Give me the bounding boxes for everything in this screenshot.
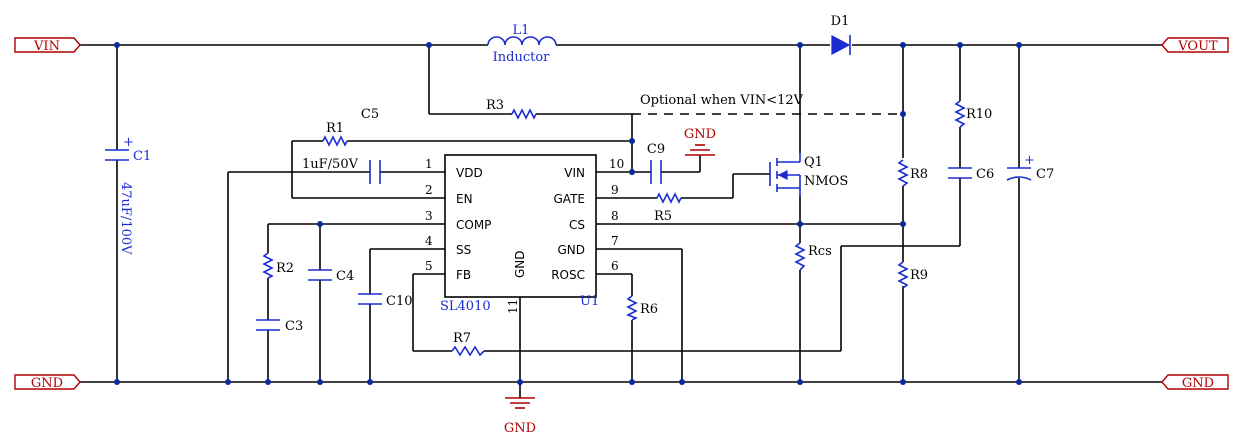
port-gnd-right[interactable]: GND [1161, 374, 1229, 391]
port-vin[interactable]: VIN [14, 37, 81, 54]
r3-ref: R3 [486, 98, 504, 113]
c5-value: 1uF/50V [302, 157, 359, 172]
capacitor-c7[interactable]: + C7 [1006, 153, 1054, 182]
pin-cs: CS [569, 218, 585, 232]
pin-vin: VIN [564, 166, 585, 180]
inductor-l1[interactable]: L1 Inductor [487, 23, 557, 65]
gnd-top-label: GND [684, 127, 716, 142]
c1-ref: C1 [133, 149, 151, 164]
ic-ref: U1 [580, 294, 599, 309]
d1-ref: D1 [831, 14, 850, 29]
r6-ref: R6 [640, 302, 658, 317]
resistor-r1[interactable]: R1 [322, 121, 348, 147]
resistor-r5[interactable]: R5 [654, 192, 682, 224]
pin-comp: COMP [456, 218, 491, 232]
port-vin-label: VIN [33, 39, 60, 54]
gnd-bottom-label: GND [504, 421, 536, 436]
l1-value: Inductor [493, 50, 551, 65]
rcs-ref: Rcs [808, 244, 832, 259]
pin-en: EN [456, 192, 473, 206]
resistor-r8[interactable]: R8 [897, 159, 928, 187]
c4-ref: C4 [336, 269, 354, 284]
capacitor-c10[interactable]: C10 [358, 293, 413, 309]
junctions [114, 42, 1022, 385]
resistor-r7[interactable]: R7 [451, 331, 485, 357]
capacitor-c3[interactable]: C3 [256, 319, 303, 334]
transistor-q1[interactable]: Q1 NMOS [769, 153, 848, 196]
gnd-symbol-top: GND [684, 127, 716, 156]
q1-ref: Q1 [804, 155, 823, 170]
c1-value: 47uF/100V [118, 182, 133, 255]
port-gnd-left[interactable]: GND [14, 374, 81, 391]
r8-ref: R8 [910, 167, 928, 182]
pin-2-num: 2 [425, 183, 433, 197]
port-gnd-left-label: GND [31, 376, 63, 391]
c10-ref: C10 [386, 294, 413, 309]
svg-text:+: + [123, 135, 134, 150]
resistor-r9[interactable]: R9 [897, 261, 928, 289]
diode-d1[interactable]: D1 [831, 14, 851, 55]
pin-10-num: 10 [609, 157, 624, 171]
resistor-r10[interactable]: R10 [954, 100, 992, 128]
pin-5-num: 5 [425, 259, 433, 273]
pin-11-num: 11 [506, 299, 520, 314]
capacitor-c5[interactable]: C5 1uF/50V [302, 107, 381, 184]
port-gnd-right-label: GND [1182, 376, 1214, 391]
port-vout[interactable]: VOUT [1161, 37, 1229, 54]
ic-u1[interactable]: 1 VDD 2 EN 3 COMP 4 SS 5 FB 10 VIN 9 GAT… [425, 154, 624, 314]
resistor-rcs[interactable]: Rcs [794, 242, 832, 271]
c5-ref: C5 [361, 107, 379, 122]
c9-ref: C9 [647, 142, 665, 157]
pin-7-num: 7 [611, 234, 619, 248]
c7-ref: C7 [1036, 167, 1054, 182]
r10-ref: R10 [966, 107, 992, 122]
pin-6-num: 6 [611, 259, 619, 273]
pin-ss: SS [456, 243, 471, 257]
resistor-r3[interactable]: R3 [486, 98, 537, 120]
port-vout-label: VOUT [1177, 39, 1218, 54]
gnd-symbol-bottom: GND [504, 397, 536, 436]
l1-ref: L1 [513, 23, 530, 38]
pin-1-num: 1 [425, 157, 433, 171]
r2-ref: R2 [276, 261, 294, 276]
capacitor-c4[interactable]: C4 [308, 269, 354, 284]
c6-ref: C6 [976, 167, 994, 182]
optional-note: Optional when VIN<12V [640, 93, 804, 108]
c3-ref: C3 [285, 319, 303, 334]
pin-gate: GATE [554, 192, 586, 206]
capacitor-c9[interactable]: C9 [647, 142, 665, 184]
pin-gnd-bottom: GND [513, 250, 527, 278]
resistor-r6[interactable]: R6 [626, 295, 658, 321]
pin-9-num: 9 [611, 183, 619, 197]
r7-ref: R7 [453, 331, 471, 346]
pin-fb: FB [456, 268, 471, 282]
q1-value: NMOS [804, 174, 848, 189]
pin-gnd: GND [557, 243, 585, 257]
pin-4-num: 4 [425, 234, 433, 248]
r9-ref: R9 [910, 268, 928, 283]
resistor-r2[interactable]: R2 [262, 252, 294, 279]
capacitor-c6[interactable]: C6 [948, 167, 994, 182]
r5-ref: R5 [654, 209, 672, 224]
pin-3-num: 3 [425, 209, 433, 223]
pin-rosc: ROSC [551, 268, 585, 282]
pin-8-num: 8 [611, 209, 619, 223]
r1-ref: R1 [326, 121, 344, 136]
ic-part: SL4010 [440, 299, 491, 314]
svg-text:+: + [1024, 153, 1035, 168]
pin-vdd: VDD [456, 166, 483, 180]
wires [80, 44, 1162, 398]
capacitor-c1[interactable]: + C1 47uF/100V [105, 135, 151, 255]
